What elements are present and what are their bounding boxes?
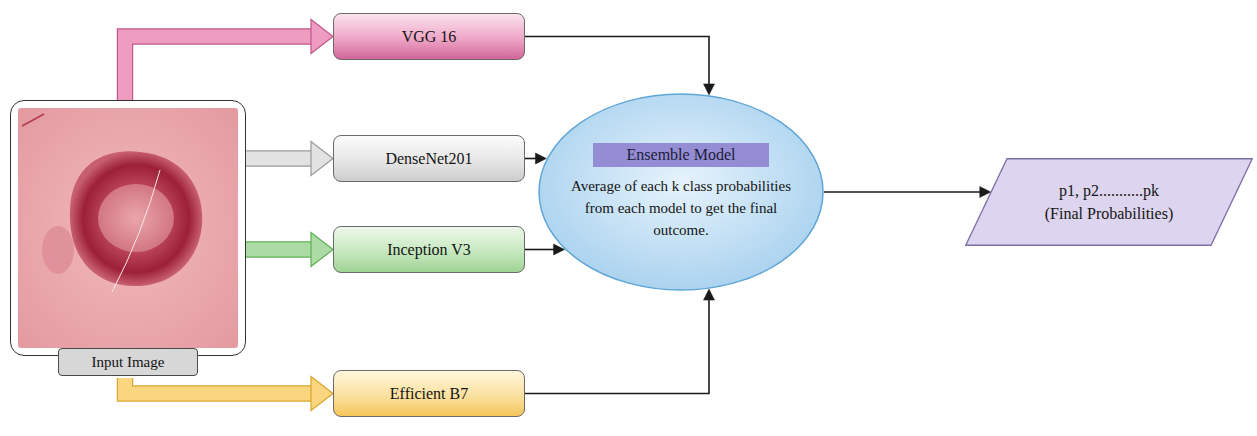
- arrow-line: [824, 191, 981, 193]
- arrow-line: [525, 299, 709, 393]
- model-name: Efficient B7: [390, 385, 468, 403]
- skin-spot: [42, 226, 74, 274]
- arrow-line: [525, 249, 555, 251]
- arrow-head: [704, 84, 715, 95]
- node-content: p1, p2...........pk(Final Probabilities): [1045, 179, 1173, 225]
- model-box: Inception V3: [333, 226, 525, 273]
- arrow-outline: [125, 378, 312, 394]
- probability-caption: (Final Probabilities): [1045, 202, 1173, 225]
- arrow-outline: [246, 150, 312, 166]
- arrow-head: [704, 289, 715, 300]
- arrow-line: [125, 37, 312, 101]
- parallelogram-shape: [966, 159, 1253, 246]
- hair-line: [112, 170, 160, 292]
- output-parallelogram: p1, p2...........pk(Final Probabilities): [965, 158, 1253, 246]
- connector-arrow: [246, 233, 333, 267]
- arrow-line: [525, 158, 536, 160]
- model-box: VGG 16: [333, 13, 525, 60]
- connector-arrow: [525, 289, 715, 393]
- image-caption: Input Image: [58, 348, 198, 376]
- arrow-head: [311, 142, 333, 176]
- arrow-line: [525, 37, 709, 85]
- probability-list: p1, p2...........pk: [1059, 179, 1159, 202]
- connector-arrow: [525, 244, 565, 255]
- model-box: Efficient B7: [333, 370, 525, 417]
- arrow-line: [246, 152, 312, 166]
- node-content: Ensemble ModelAverage of each k class pr…: [570, 143, 792, 241]
- connector-arrow: [125, 377, 333, 411]
- model-box: DenseNet201: [333, 135, 525, 182]
- arrow-head: [311, 20, 333, 54]
- arrow-line: [246, 243, 312, 257]
- model-name: DenseNet201: [385, 150, 472, 168]
- connector-arrow: [525, 153, 546, 164]
- connector-arrow: [525, 37, 715, 95]
- arrow-line: [125, 378, 312, 394]
- image-frame: [10, 100, 246, 356]
- arrow-outline: [246, 241, 312, 257]
- arrow-head: [535, 153, 546, 164]
- hair-mark: [22, 114, 44, 126]
- connector-arrow: [246, 142, 333, 176]
- arrow-head: [311, 233, 333, 267]
- connector-arrow: [125, 20, 333, 101]
- model-description: Average of each k class probabilities fr…: [570, 175, 792, 241]
- lesion-ring: [70, 151, 202, 286]
- arrow-outline: [125, 37, 312, 101]
- connector-arrow: [824, 187, 991, 198]
- skin-photo: [18, 108, 238, 348]
- ellipse-shape: [539, 94, 823, 290]
- model-heading: Ensemble Model: [593, 143, 769, 167]
- lesion-centre: [98, 184, 174, 252]
- arrow-head: [311, 377, 333, 411]
- model-name: Inception V3: [387, 241, 471, 259]
- input-image-node: Input Image: [10, 100, 246, 378]
- model-name: VGG 16: [402, 28, 457, 46]
- ensemble-ellipse: Ensemble ModelAverage of each k class pr…: [538, 93, 824, 291]
- parallelogram-outline: [965, 158, 1253, 246]
